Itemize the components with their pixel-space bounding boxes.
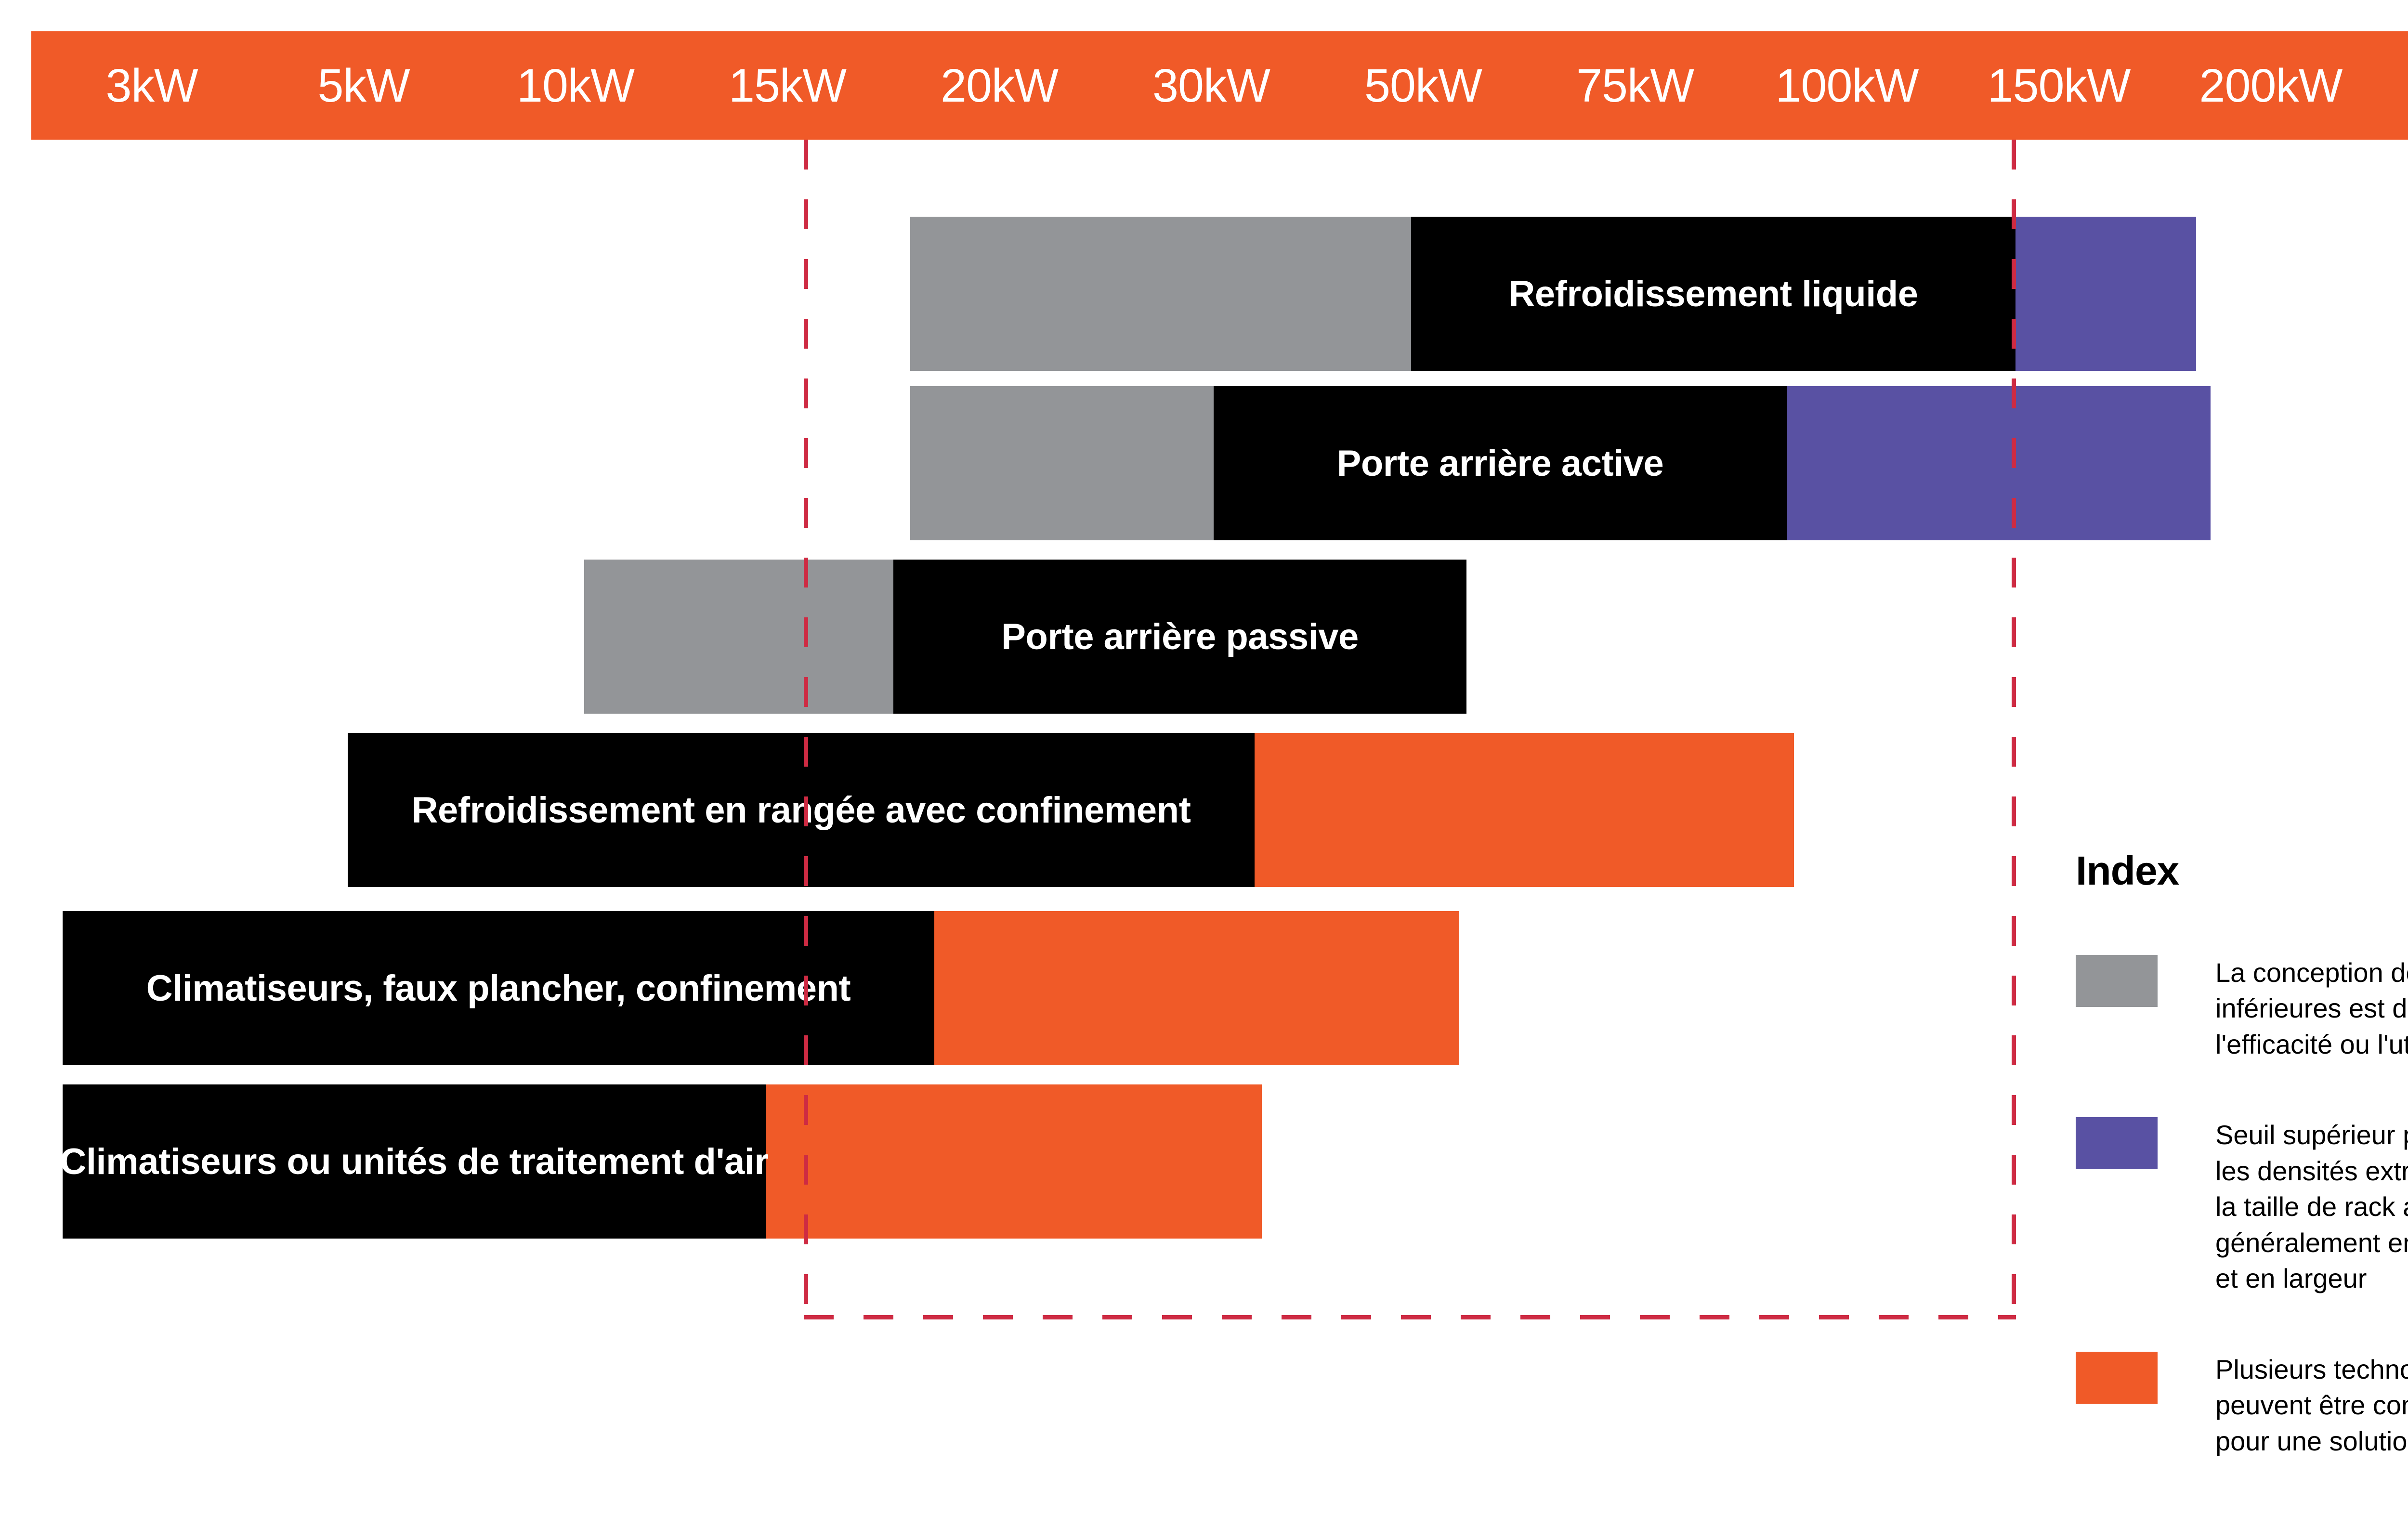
scale-tick-label: 50kW	[1364, 59, 1482, 112]
scale-tick-3kw[interactable]: 3kW	[31, 31, 272, 140]
bar-segment-black	[1214, 386, 1787, 540]
scale-tick-label: 200kW	[2199, 59, 2343, 112]
bar-segment-black	[1411, 217, 2015, 371]
scale-tick-label: 5kW	[317, 59, 410, 112]
legend-text-line: Plusieurs technologies	[2215, 1354, 2408, 1384]
scale-tick-20kw[interactable]: 20kW	[879, 31, 1120, 140]
scale-tick-75kw[interactable]: 75kW	[1515, 31, 1755, 140]
legend-item-text: La conception des limites inférieures est…	[2215, 955, 2408, 1062]
bar-segment-gray	[584, 560, 893, 714]
legend-text-line: La conception des limites	[2215, 957, 2408, 988]
legend-text-line: la taille de rack augmente	[2215, 1191, 2408, 1222]
bar-segment-black	[63, 911, 934, 1065]
bar-segment-orange	[1255, 733, 1794, 887]
legend-text-line: inférieures est dictée par	[2215, 993, 2408, 1024]
scale-tick-label: 75kW	[1576, 59, 1694, 112]
legend-text-line: les densités extrêmes,	[2215, 1155, 2408, 1186]
bar-label: Climatiseurs, faux plancher, confinement	[146, 967, 851, 1009]
bar-row[interactable]: Porte arrière active	[0, 386, 2408, 540]
bar-label: Porte arrière passive	[1001, 616, 1359, 657]
bar-segment-purple	[2015, 217, 2196, 371]
legend-item: Seuil supérieur pour les densités extrême…	[2076, 1117, 2408, 1296]
scale-tick-label: 100kW	[1775, 59, 1919, 112]
reference-line-bottom	[804, 1315, 2016, 1319]
legend-item: La conception des limites inférieures est…	[2076, 955, 2408, 1062]
legend-text-line: et en largeur	[2215, 1263, 2367, 1294]
bar-segment-black	[893, 560, 1466, 714]
legend-swatch-orange	[2076, 1351, 2158, 1404]
scale-tick-label: 150kW	[1987, 59, 2131, 112]
scale-tick-10kw[interactable]: 10kW	[455, 31, 696, 140]
legend-text-line: pour une solution hybride	[2215, 1425, 2408, 1456]
bar-label: Refroidissement en rangée avec confineme…	[411, 789, 1191, 831]
bar-segment-black	[348, 733, 1255, 887]
bar-label: Porte arrière active	[1336, 443, 1664, 484]
scale-tick-100kw[interactable]: 100kW	[1727, 31, 1967, 140]
power-density-scale-strip: 3kW 5kW 10kW 15kW 20kW 30kW 50kW 75kW 100kW 150kW…	[31, 31, 2408, 140]
legend-item-text: Plusieurs technologies peuvent être combi…	[2215, 1352, 2408, 1459]
legend-item: Plusieurs technologies peuvent être combi…	[2076, 1351, 2408, 1459]
legend-text-line: généralement en hauteur	[2215, 1227, 2408, 1258]
reference-line-150kw	[2012, 140, 2016, 1319]
scale-tick-label: 10kW	[517, 59, 634, 112]
scale-tick-150kw[interactable]: 150kW	[1938, 31, 2179, 140]
bar-segment-orange	[766, 1084, 1262, 1239]
bar-segment-orange	[934, 911, 1459, 1065]
bar-row[interactable]: Refroidissement en rangée avec confineme…	[0, 733, 2408, 887]
scale-tick-50kw[interactable]: 50kW	[1303, 31, 1544, 140]
bar-segment-gray	[910, 386, 1214, 540]
scale-tick-label: 20kW	[941, 59, 1058, 112]
reference-line-15kw	[804, 140, 808, 1319]
scale-tick-label: 15kW	[729, 59, 846, 112]
bar-row[interactable]: Climatiseurs, faux plancher, confinement	[0, 911, 2408, 1065]
scale-tick-30kw[interactable]: 30kW	[1091, 31, 1332, 140]
legend-swatch-gray	[2076, 955, 2158, 1007]
bar-label: Climatiseurs ou unités de traitement d'a…	[60, 1141, 769, 1182]
scale-tick-5kw[interactable]: 5kW	[243, 31, 484, 140]
bar-segment-gray	[910, 217, 1411, 371]
scale-tick-200kw[interactable]: 200kW	[2150, 31, 2391, 140]
legend-items: La conception des limites inférieures est…	[2076, 955, 2408, 1459]
bar-row[interactable]: Refroidissement liquide	[0, 217, 2408, 371]
legend-item-text: Seuil supérieur pour les densités extrême…	[2215, 1117, 2408, 1296]
legend: Index La conception des limites inférieur…	[2076, 848, 2408, 1514]
legend-text-line: peuvent être combinées	[2215, 1390, 2408, 1421]
legend-title: Index	[2076, 848, 2179, 893]
bar-row[interactable]: Porte arrière passive	[0, 560, 2408, 714]
scale-tick-15kw[interactable]: 15kW	[667, 31, 908, 140]
legend-text-line: Seuil supérieur pour	[2215, 1120, 2408, 1150]
bar-segment-purple	[1787, 386, 2211, 540]
bar-label: Refroidissement liquide	[1508, 273, 1919, 314]
scale-tick-label: 3kW	[105, 59, 198, 112]
legend-swatch-purple	[2076, 1117, 2158, 1170]
legend-text-line: l'efficacité ou l'utilisation	[2215, 1029, 2408, 1059]
scale-tick-label: 30kW	[1152, 59, 1270, 112]
bar-row[interactable]: Climatiseurs ou unités de traitement d'a…	[0, 1084, 2408, 1239]
bar-segment-black	[63, 1084, 766, 1239]
